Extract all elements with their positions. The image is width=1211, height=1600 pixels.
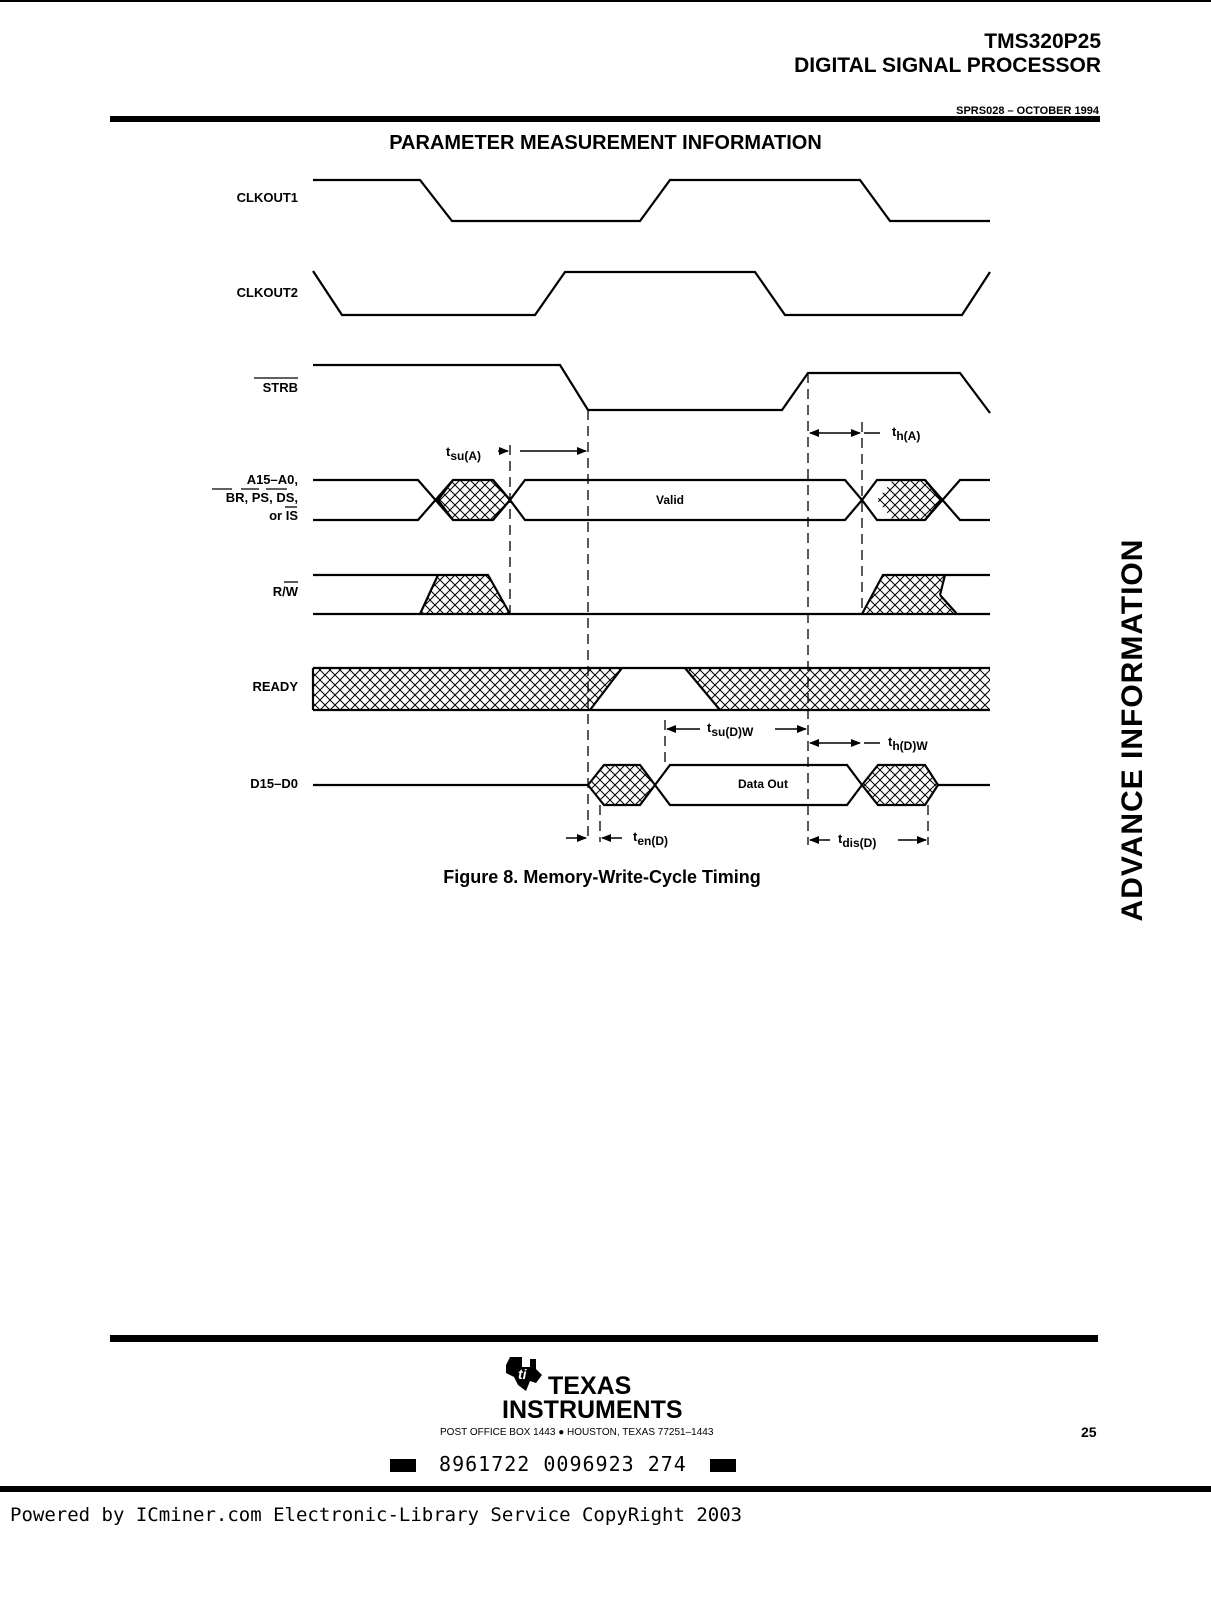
ten-d-label: ten(D) (633, 829, 668, 848)
page-header-title: TMS320P25 DIGITAL SIGNAL PROCESSOR (794, 30, 1101, 78)
document-id: SPRS028 – OCTOBER 1994 (956, 105, 1099, 117)
tsu-a-label: tsu(A) (446, 444, 481, 463)
ti-state-icon (506, 1357, 542, 1391)
logo-instruments: INSTRUMENTS (502, 1396, 683, 1423)
measurement-arrows (498, 429, 927, 844)
address-po-box: POST OFFICE BOX 1443 (440, 1427, 556, 1438)
address-label-line2: BR, PS, DS, (226, 490, 298, 505)
clkout1-waveform (313, 178, 990, 223)
barcode-block-left (390, 1459, 416, 1472)
powered-by-notice: Powered by ICminer.com Electronic-Librar… (10, 1504, 743, 1526)
address-city: HOUSTON, TEXAS 77251–1443 (567, 1427, 714, 1438)
data-bus-label: D15–D0 (250, 776, 298, 791)
page-number: 25 (1081, 1424, 1097, 1440)
section-title: PARAMETER MEASUREMENT INFORMATION (389, 132, 822, 154)
footer-address: POST OFFICE BOX 1443 ● HOUSTON, TEXAS 77… (440, 1427, 713, 1438)
ready-waveform (311, 666, 990, 712)
rw-label-prefix: R/ (273, 584, 286, 599)
reference-dashed-lines (509, 373, 929, 845)
data-bus-waveform (313, 763, 990, 807)
clkout1-label: CLKOUT1 (237, 190, 298, 205)
barcode-block-right (709, 1459, 736, 1472)
logo-texas: TEXAS (548, 1372, 631, 1400)
barcode-number: 8961722 0096923 274 (439, 1452, 687, 1476)
footer-rule (110, 1335, 1098, 1342)
page-bottom-rule (0, 1486, 1211, 1492)
address-bullet: ● (558, 1427, 565, 1438)
figure-caption: Figure 8. Memory-Write-Cycle Timing (443, 867, 760, 887)
th-a-label: th(A) (892, 424, 920, 443)
header-rule (110, 116, 1100, 122)
rw-label: R/W (273, 584, 299, 599)
active-low-overbars (212, 377, 298, 583)
barcode-line: 8961722 0096923 274 (390, 1452, 736, 1476)
clkout2-waveform (312, 270, 991, 317)
part-number: TMS320P25 (984, 30, 1101, 53)
svg-text:ti: ti (518, 1366, 528, 1382)
ready-label: READY (252, 679, 298, 694)
data-out-label: Data Out (738, 777, 788, 791)
top-edge-rule (0, 0, 1211, 2)
rw-label-overbar: W (286, 584, 299, 599)
address-label-line3: or IS (269, 508, 298, 523)
address-label-line1: A15–A0, (247, 472, 298, 487)
tsu-dw-label: tsu(D)W (707, 720, 754, 739)
clkout2-label: CLKOUT2 (237, 285, 298, 300)
tdis-d-label: tdis(D) (838, 831, 876, 850)
texas-instruments-logo: ti TEXAS INSTRUMENTS (502, 1357, 683, 1423)
strb-waveform (313, 363, 991, 414)
product-name: DIGITAL SIGNAL PROCESSOR (794, 54, 1101, 77)
address-bus-waveform (313, 478, 990, 522)
th-dw-label: th(D)W (888, 734, 928, 753)
address-valid-label: Valid (656, 493, 684, 507)
strb-label: STRB (263, 380, 298, 395)
rw-waveform (313, 573, 990, 616)
